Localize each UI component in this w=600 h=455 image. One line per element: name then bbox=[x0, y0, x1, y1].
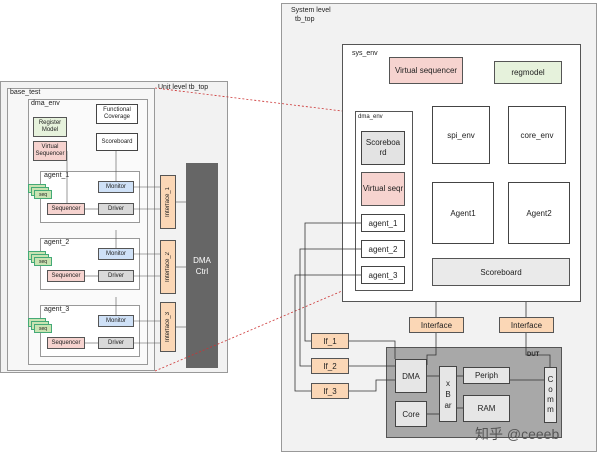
core-env-box: core_env bbox=[508, 106, 566, 164]
unit-interface-3-label: Interface_3 bbox=[165, 311, 171, 343]
sys-small-scoreboard-box: Scoreboa rd bbox=[361, 131, 405, 165]
unit-interface-3: Interface_3 bbox=[160, 302, 176, 352]
unit-agent-2-monitor: Monitor bbox=[98, 248, 134, 260]
agent1-box: Agent1 bbox=[432, 182, 494, 244]
dut-periph-box: Periph bbox=[463, 367, 510, 384]
dma-ctrl-block: DMA Ctrl bbox=[186, 163, 218, 368]
sys-agent-3: agent_3 bbox=[361, 266, 405, 284]
unit-scoreboard-box: Scoreboard bbox=[96, 133, 138, 151]
unit-agent-2-driver: Driver bbox=[98, 270, 134, 282]
functional-coverage-box: Functional Coverage bbox=[96, 104, 138, 124]
sys-virtual-sequencer-box: Virtual sequencer bbox=[389, 57, 463, 84]
sys-interface-right: Interface bbox=[499, 317, 554, 333]
unit-agent-2-seq: seq bbox=[34, 257, 52, 266]
sys-if-2: If_2 bbox=[311, 358, 349, 374]
unit-virtual-sequencer-box: Virtual Sequencer bbox=[33, 141, 67, 161]
sys-env-label: sys_env bbox=[352, 50, 378, 57]
regmodel-box: regmodel bbox=[494, 61, 562, 84]
sys-agent-2: agent_2 bbox=[361, 240, 405, 258]
unit-agent-3-monitor: Monitor bbox=[98, 315, 134, 327]
unit-agent-1-sequencer: Sequencer bbox=[47, 203, 85, 215]
system-level-title: System level bbox=[291, 7, 331, 14]
sys-if-3: If_3 bbox=[311, 383, 349, 399]
unit-agent-3-sequencer: Sequencer bbox=[47, 337, 85, 349]
unit-agent-2-sequencer: Sequencer bbox=[47, 270, 85, 282]
unit-agent-3-seq: seq bbox=[34, 324, 52, 333]
unit-interface-1: Interface_1 bbox=[160, 175, 176, 229]
unit-agent-3-driver: Driver bbox=[98, 337, 134, 349]
dut-dma-box: DMA bbox=[395, 359, 427, 393]
unit-agent-1-seq: seq bbox=[34, 190, 52, 199]
agent2-box: Agent2 bbox=[508, 182, 570, 244]
unit-agent-3-label: agent_3 bbox=[44, 306, 70, 313]
dut-ram-box: RAM bbox=[463, 395, 510, 422]
unit-interface-2-label: Interface_2 bbox=[165, 251, 171, 283]
sys-scoreboard-box: Scoreboard bbox=[432, 258, 570, 286]
dut-comm-box: C o m m bbox=[544, 367, 557, 423]
unit-agent-1-label: agent_1 bbox=[44, 172, 70, 179]
dut-label: DUT bbox=[527, 352, 540, 358]
unit-level-title: Unit level tb_top bbox=[158, 84, 209, 91]
base-test-label: base_test bbox=[10, 89, 41, 96]
sys-if-1: If_1 bbox=[311, 333, 349, 349]
watermark-text: 知乎 @ceeeb bbox=[475, 426, 560, 442]
sys-virtual-seqr-box: Virtual seqr bbox=[361, 172, 405, 206]
unit-interface-2: Interface_2 bbox=[160, 240, 176, 294]
register-model-box: Register Model bbox=[33, 117, 67, 137]
unit-interface-1-label: Interface_1 bbox=[165, 186, 171, 218]
unit-agent-1-monitor: Monitor bbox=[98, 181, 134, 193]
sys-interface-left: Interface bbox=[409, 317, 464, 333]
sys-agent-1: agent_1 bbox=[361, 214, 405, 232]
system-tb-top-label: tb_top bbox=[295, 16, 315, 23]
unit-agent-1-driver: Driver bbox=[98, 203, 134, 215]
sys-dma-env-label: dma_env bbox=[358, 114, 383, 120]
dut-core-box: Core bbox=[395, 401, 427, 427]
dut-xbar-box: x B ar bbox=[439, 366, 457, 422]
unit-agent-2-label: agent_2 bbox=[44, 239, 70, 246]
spi-env-box: spi_env bbox=[432, 106, 490, 164]
dma-ctrl-label: DMA Ctrl bbox=[193, 255, 211, 276]
unit-dma-env-label: dma_env bbox=[31, 100, 60, 107]
